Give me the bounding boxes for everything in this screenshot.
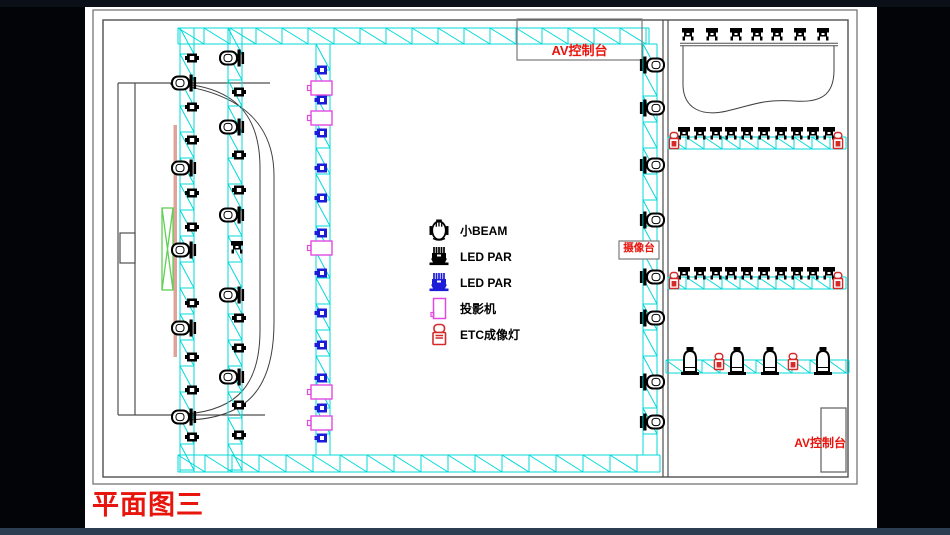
mh-fixture xyxy=(219,117,246,137)
legend-item-led-par-black: LED PAR xyxy=(427,245,520,268)
mh-fixture xyxy=(638,155,665,175)
legend-item-led-par-blue: LED PAR xyxy=(427,271,520,294)
mh-fixture xyxy=(219,367,246,387)
pars-fixture xyxy=(232,313,246,323)
etc-fixture xyxy=(668,131,680,150)
slide-bottom-edge xyxy=(0,528,950,535)
mh-fixture xyxy=(638,372,665,392)
mh-fixture xyxy=(638,55,665,75)
proj-fixture xyxy=(306,80,333,96)
projection-screen xyxy=(173,125,177,357)
legend-label: 小BEAM xyxy=(460,224,508,238)
legend-item-etc: ETC成像灯 xyxy=(427,323,520,346)
pars-fixture xyxy=(232,185,246,195)
mh-fixture xyxy=(171,158,198,178)
beam-light-icon xyxy=(428,218,450,241)
pars-fixture xyxy=(185,135,199,145)
control-desk-outline xyxy=(680,42,838,114)
legend-label: 投影机 xyxy=(460,302,497,316)
pars-fixture xyxy=(232,150,246,160)
mh-fixture xyxy=(171,407,198,427)
pars-fixture xyxy=(232,400,246,410)
mh-fixture xyxy=(219,205,246,225)
etc-profile-icon xyxy=(432,323,447,345)
pars-fixture xyxy=(232,87,246,97)
pars-fixture xyxy=(232,430,246,440)
venue-walls xyxy=(92,9,858,485)
mh-fixture xyxy=(171,318,198,338)
legend-item-projector: 投影机 xyxy=(427,297,520,320)
camera-platform-label: 摄像台 xyxy=(623,242,655,254)
mh-fixture xyxy=(638,412,665,432)
page-title: 平面图三 xyxy=(92,490,204,520)
pars-fixture xyxy=(185,352,199,362)
proj-fixture xyxy=(306,384,333,400)
pars-fixture xyxy=(185,432,199,442)
legend-label: LED PAR xyxy=(460,275,512,290)
pars-fixture xyxy=(232,343,246,353)
etc-fixture xyxy=(832,131,844,150)
mh-fixture xyxy=(171,240,198,260)
projector-icon xyxy=(430,297,447,319)
etc-fixture xyxy=(713,352,725,371)
legend-item-beam: 小BEAM xyxy=(427,218,520,242)
led-par-black-icon xyxy=(428,245,450,266)
pars-fixture xyxy=(185,385,199,395)
proj-fixture xyxy=(306,415,333,431)
pars-fixture xyxy=(185,102,199,112)
av-console-bottom-label: AV控制台 xyxy=(794,436,846,450)
proj-fixture xyxy=(306,240,333,256)
mh-fixture xyxy=(638,210,665,230)
slide-top-edge xyxy=(0,0,950,7)
pars-fixture xyxy=(185,222,199,232)
etc-fixture xyxy=(668,271,680,290)
av-console-bottom-box xyxy=(820,407,847,473)
legend: 小BEAM LED PAR LED PAR 投影机 ETC成像灯 xyxy=(427,218,520,349)
label-boxes xyxy=(516,18,847,473)
mh-fixture xyxy=(638,308,665,328)
mh-fixture xyxy=(638,267,665,287)
mh-fixture xyxy=(219,48,246,68)
pars-fixture xyxy=(185,298,199,308)
mh-fixture xyxy=(171,73,198,93)
av-console-top-box xyxy=(516,18,643,61)
av-console-top-label: AV控制台 xyxy=(551,43,608,58)
legend-label: ETC成像灯 xyxy=(460,328,521,342)
legend-label: LED PAR xyxy=(460,249,512,264)
pars-fixture xyxy=(185,53,199,63)
pars-fixture xyxy=(185,188,199,198)
stage-door xyxy=(119,232,136,264)
led-par-blue-icon xyxy=(428,271,450,292)
mh-fixture xyxy=(219,285,246,305)
proj-fixture xyxy=(306,110,333,126)
mh-fixture xyxy=(638,98,665,118)
etc-fixture xyxy=(832,271,844,290)
etc-fixture xyxy=(787,352,799,371)
camera-platform-box xyxy=(618,240,660,260)
